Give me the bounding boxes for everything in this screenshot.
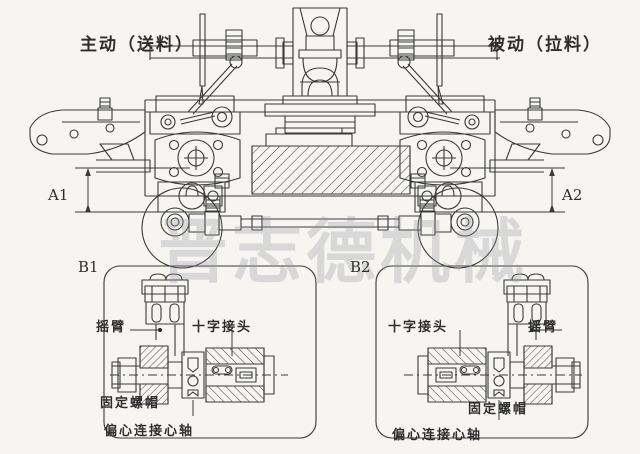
main-horizontal-shaft — [150, 37, 500, 69]
label-drive-feed: 主动（送料） — [80, 35, 194, 55]
b1-callout-eccentric-spindle: 偏心连接心轴 — [104, 424, 195, 439]
detail-label-b2: B2 — [350, 258, 371, 276]
dimension-label-a1: A1 — [48, 186, 69, 204]
b1-callout-fixing-nut: 固定螺帽 — [100, 396, 161, 411]
lower-connecting-rod-assembly — [141, 173, 499, 269]
detail-panel-b1 — [103, 265, 317, 439]
left-hand-crank — [149, 13, 258, 105]
dimension-a2 — [450, 167, 565, 213]
right-hand-crank — [389, 13, 498, 105]
detail-label-b1: B1 — [78, 258, 99, 276]
center-gearbox-housing — [264, 7, 376, 134]
dimension-a1 — [75, 167, 190, 213]
right-drive-mechanism — [397, 29, 491, 213]
dimension-label-a2: A2 — [562, 186, 583, 204]
right-bracket-arm — [489, 97, 611, 173]
left-drive-mechanism — [149, 29, 243, 213]
b2-detail-content — [404, 273, 582, 420]
label-driven-pull: 被动（拉料） — [488, 35, 602, 55]
b1-detail-content — [110, 273, 288, 416]
hatched-center-block — [251, 127, 411, 195]
b1-callout-rocker: 摇臂 — [96, 320, 127, 335]
b2-callout-cross-joint: 十字接头 — [388, 320, 449, 335]
b1-callout-cross-joint: 十字接头 — [192, 320, 253, 335]
left-bracket-arm — [29, 97, 151, 173]
b2-callout-eccentric-spindle: 偏心连接心轴 — [392, 428, 483, 443]
b2-callout-rocker: 摇臂 — [528, 320, 559, 335]
b2-callout-fixing-nut: 固定螺帽 — [468, 402, 529, 417]
detail-panel-b2 — [375, 265, 589, 439]
